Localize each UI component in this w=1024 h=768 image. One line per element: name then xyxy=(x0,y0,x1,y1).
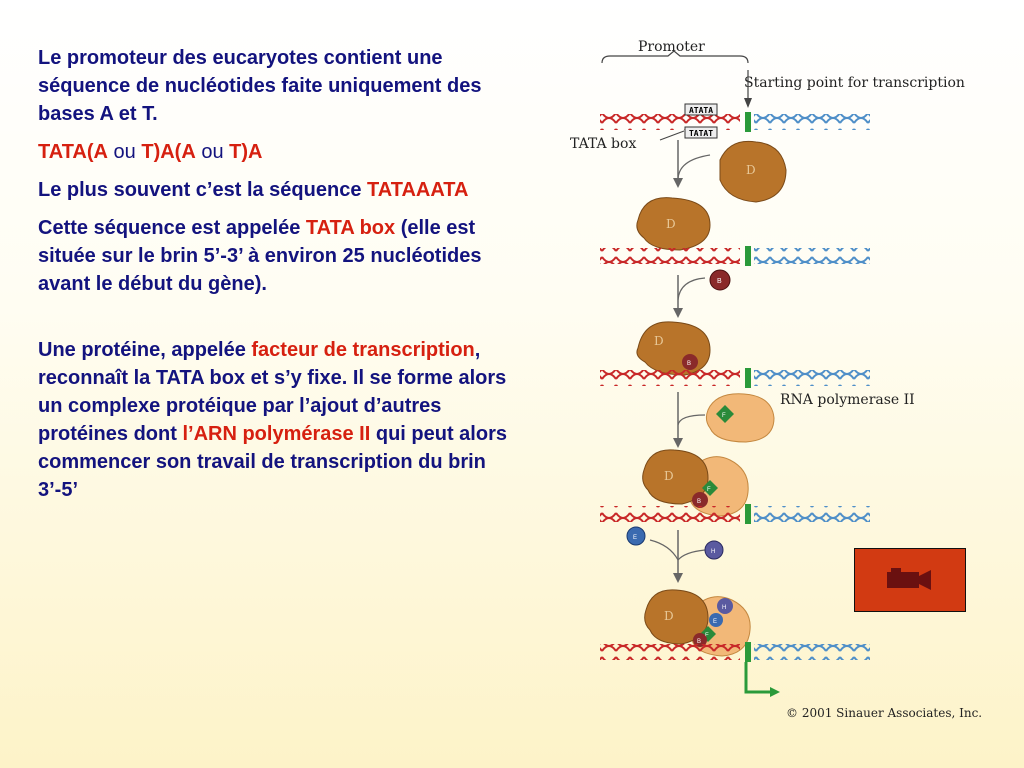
dna-strand-2 xyxy=(600,246,870,266)
formula-or-1: ou xyxy=(107,141,142,163)
complex-d-b-f-pol: D F B xyxy=(642,449,749,517)
formula-or-2: ou xyxy=(195,141,230,163)
tata-bottom-seq: TATAT xyxy=(689,129,713,138)
paragraph-tata-formula: TATA(A ou T)A(A ou T)A xyxy=(38,138,518,166)
formula-part-7: )A xyxy=(241,141,263,163)
polymerase-highlight: l’ARN polymérase II xyxy=(182,423,371,445)
svg-text:B: B xyxy=(717,278,722,285)
copyright-notice: © 2001 Sinauer Associates, Inc. xyxy=(786,706,983,720)
svg-text:F: F xyxy=(707,487,711,493)
factor-d-free: D xyxy=(719,140,787,203)
dna-strand-5 xyxy=(600,642,870,662)
factor-d-bound: D xyxy=(636,197,711,251)
common-sequence-highlight: TATAAATA xyxy=(367,179,469,201)
formula-part-2: A xyxy=(93,141,108,163)
complex-preinitiation: D H E F B xyxy=(644,589,751,657)
svg-text:E: E xyxy=(713,619,717,625)
promoter-text: Le promoteur des eucaryotes contient une… xyxy=(38,47,482,125)
complex-d-b: D B xyxy=(636,321,711,376)
svg-text:B: B xyxy=(697,639,701,645)
factor-h-free: H xyxy=(704,540,724,560)
tata-box-intro: Cette séquence est appelée xyxy=(38,217,306,239)
formula-part-5: A xyxy=(181,141,196,163)
svg-text:F: F xyxy=(705,633,709,639)
factor-highlight: facteur de transcription xyxy=(251,339,475,361)
formula-part-6: T xyxy=(229,141,242,163)
svg-text:B: B xyxy=(687,361,691,367)
paragraph-transcription-factor: Une protéine, appelée facteur de transcr… xyxy=(38,336,518,504)
svg-text:D: D xyxy=(746,163,756,177)
start-pointer-arrow xyxy=(744,98,752,108)
tata-box-label: TATA box xyxy=(570,136,636,152)
rna-polymerase-free: F xyxy=(705,393,775,443)
tata-pointer xyxy=(659,130,685,141)
promoter-label: Promoter xyxy=(638,39,705,55)
paragraph-promoter: Le promoteur des eucaryotes contient une… xyxy=(38,44,518,128)
paragraph-common-sequence: Le plus souvent c’est la séquence TATAAA… xyxy=(38,176,518,204)
rna-polymerase-label: RNA polymerase II xyxy=(780,392,915,408)
svg-text:F: F xyxy=(722,413,726,419)
dna-strand-3 xyxy=(600,368,870,388)
dna-strand-4 xyxy=(600,504,870,524)
video-play-button[interactable] xyxy=(854,548,966,612)
svg-text:D: D xyxy=(654,334,664,348)
promoter-bracket xyxy=(601,50,749,64)
transcription-start-arrow xyxy=(744,662,780,697)
common-sequence-text: Le plus souvent c’est la séquence xyxy=(38,179,368,201)
factor-b-free: B xyxy=(709,269,731,291)
tata-box-highlight: TATA box xyxy=(305,217,396,239)
start-point-label: Starting point for transcription xyxy=(744,75,965,91)
video-camera-icon xyxy=(887,568,931,590)
svg-text:H: H xyxy=(711,549,715,555)
formula-part-1: TATA( xyxy=(38,141,94,163)
svg-text:H: H xyxy=(722,605,726,611)
transcription-initiation-diagram: Promoter Starting point for transcriptio… xyxy=(570,39,965,697)
tata-box-detail: (elle est située sur le brin 5’-3’ à env… xyxy=(38,217,482,295)
tata-top-seq: ATATA xyxy=(689,106,713,115)
factor-intro: Une protéine, appelée xyxy=(38,339,252,361)
factor-e-free: E xyxy=(626,526,646,546)
dna-strand-1: ATATA TATAT xyxy=(600,103,870,139)
formula-part-3: T xyxy=(141,141,154,163)
svg-text:B: B xyxy=(697,499,701,505)
text-column: Le promoteur des eucaryotes contient une… xyxy=(38,44,518,514)
factor-detail: , reconnaît la TATA box et s’y fixe. Il … xyxy=(38,339,507,445)
svg-text:D: D xyxy=(664,469,674,483)
formula-part-4: )A( xyxy=(153,141,182,163)
svg-text:E: E xyxy=(633,535,637,541)
svg-text:D: D xyxy=(666,217,676,231)
svg-text:D: D xyxy=(664,609,674,623)
polymerase-detail: qui peut alors commencer son travail de … xyxy=(38,423,507,501)
paragraph-tata-box: Cette séquence est appelée TATA box (ell… xyxy=(38,214,518,298)
